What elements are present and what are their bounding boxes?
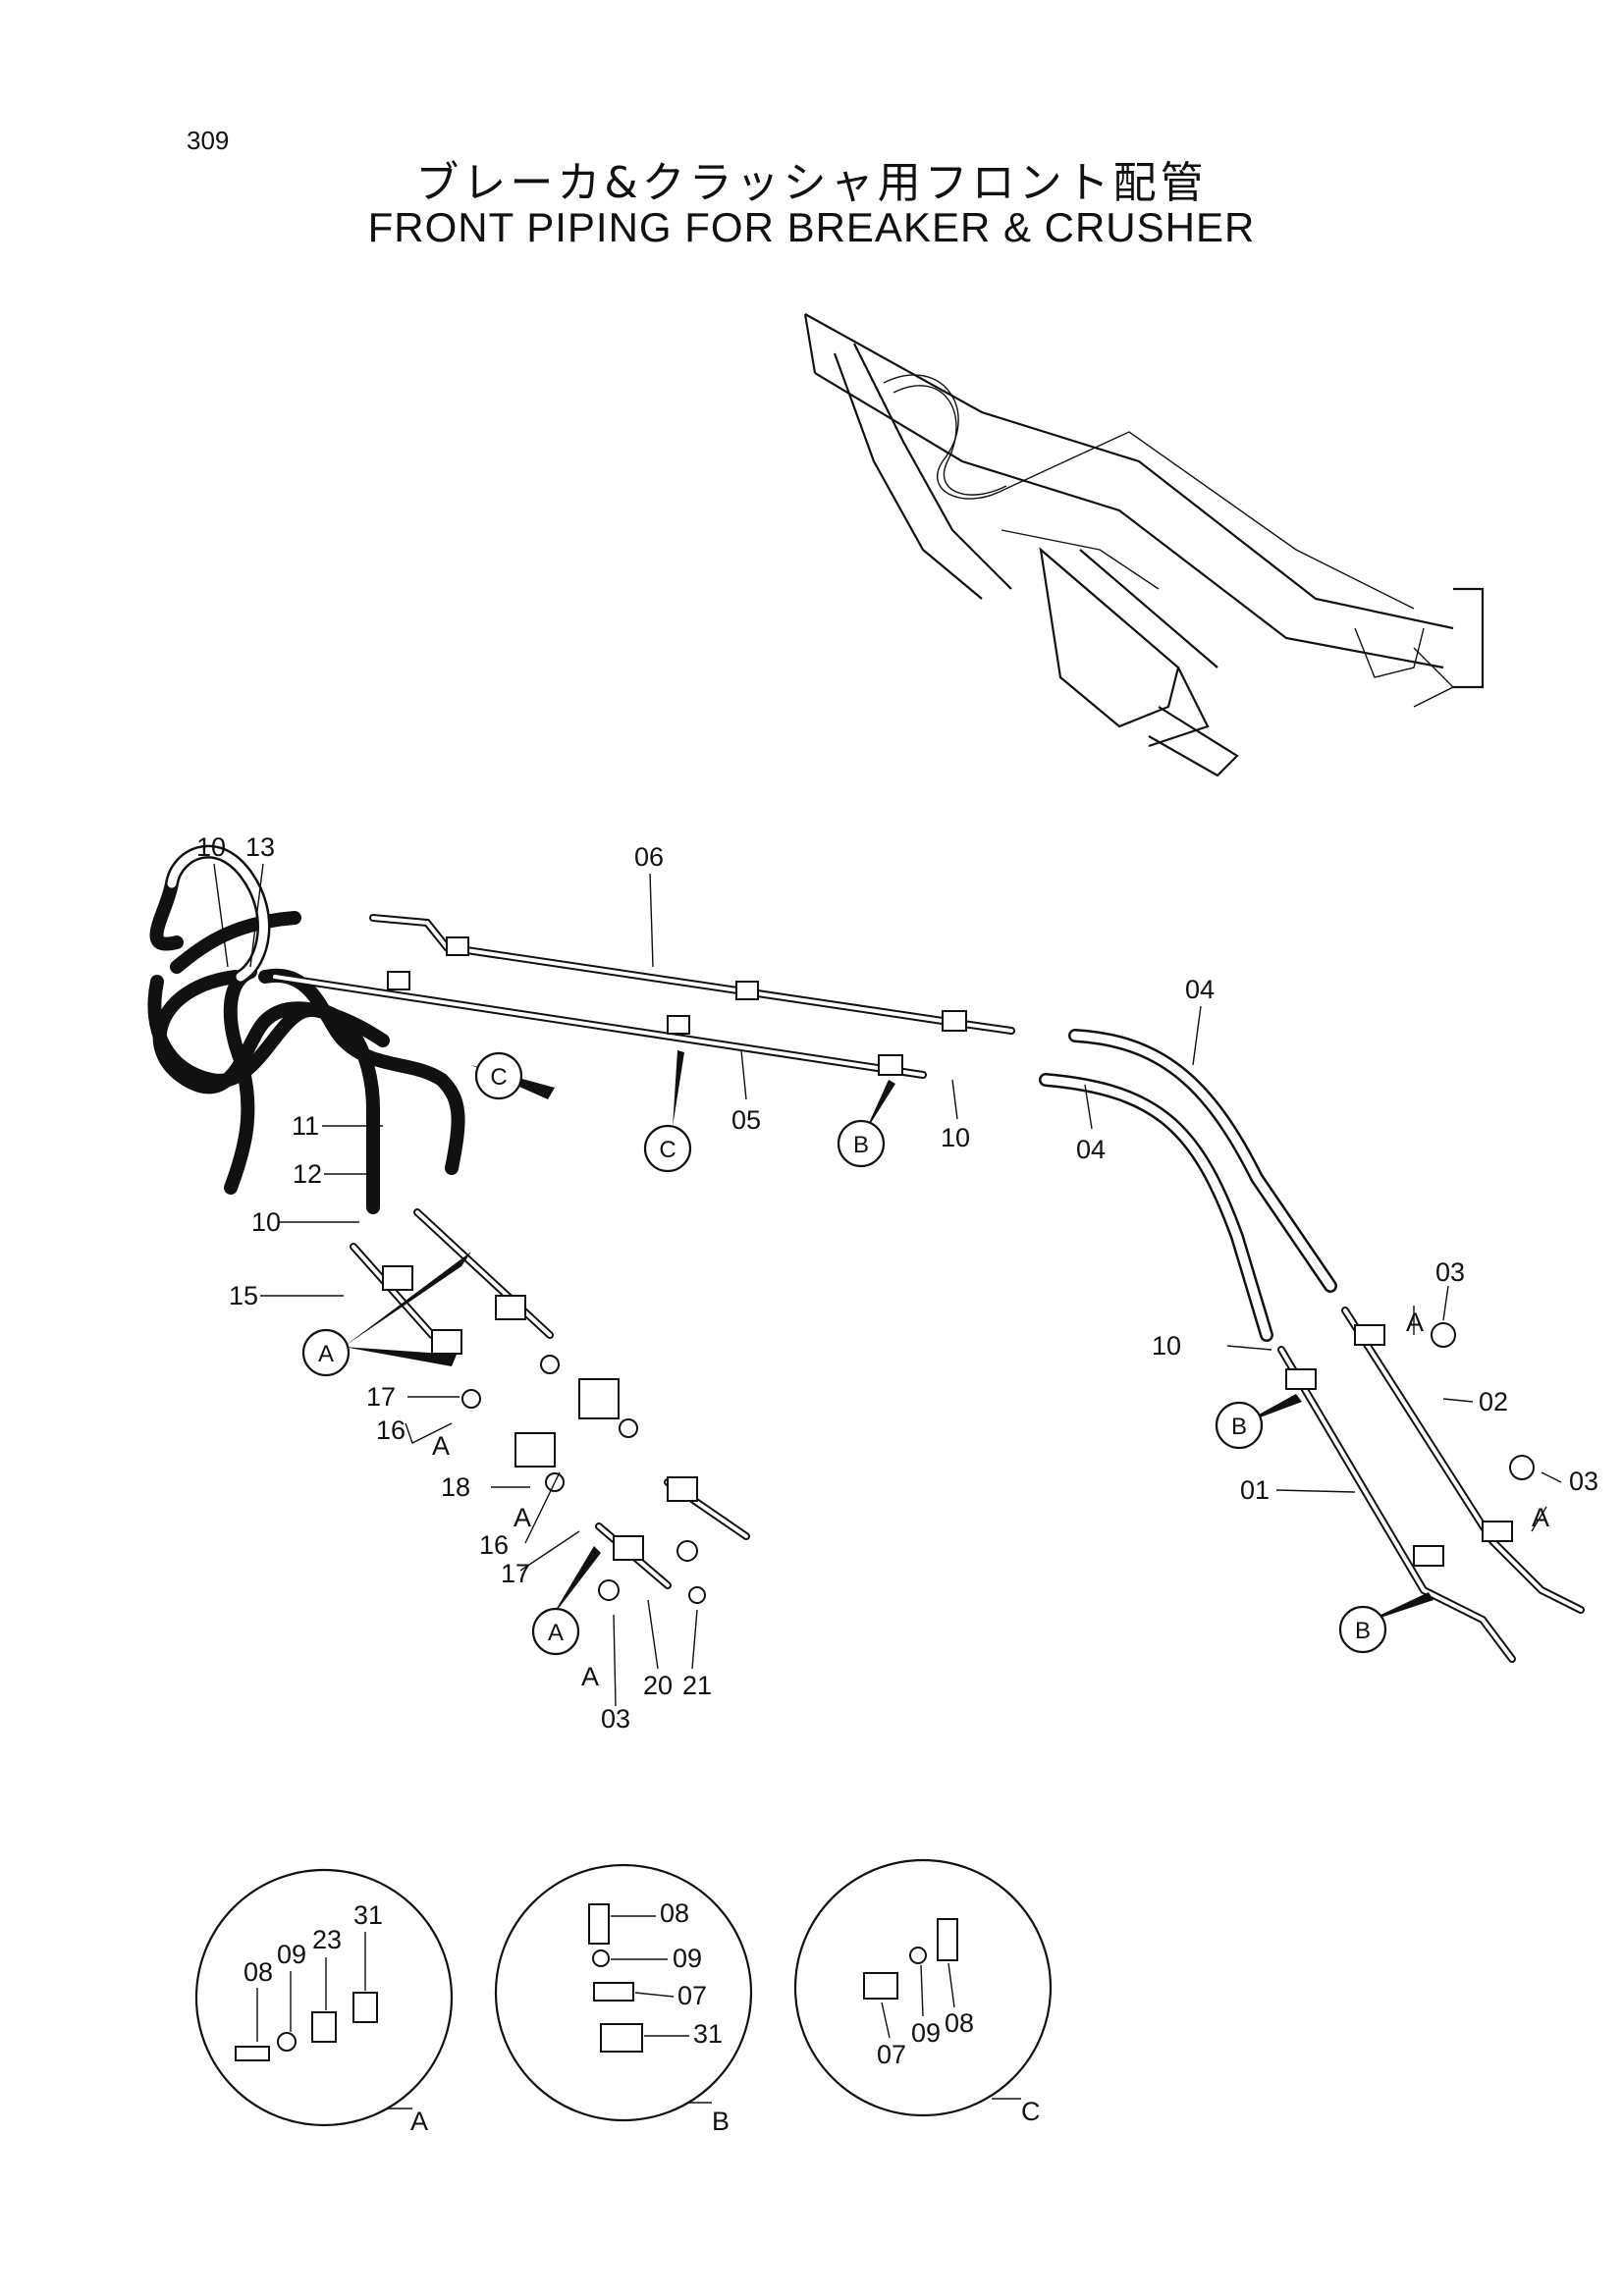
detail-A-label: A (410, 2107, 428, 2136)
callout-labels: 10 13 06 04 05 10 04 11 12 10 15 17 16 A… (196, 832, 1598, 1734)
ref-circle-b3-label: B (1355, 1618, 1371, 1644)
detail-B-part-31: 31 (693, 2019, 723, 2049)
callout-16a: 16 (376, 1415, 406, 1445)
ref-circle-b2-label: B (1231, 1414, 1247, 1440)
detail-C: C 07 09 08 (793, 1858, 1053, 2126)
ref-circle-b1: B (837, 1119, 886, 1168)
pipe-06 (369, 914, 1015, 1035)
callout-10c: 10 (251, 1207, 281, 1237)
callout-A4: A (1406, 1308, 1424, 1337)
ref-circle-a2-label: A (548, 1620, 564, 1646)
callout-01: 01 (1240, 1475, 1270, 1505)
callout-18: 18 (441, 1472, 470, 1502)
callout-03b: 03 (1435, 1257, 1465, 1287)
callout-06: 06 (634, 842, 664, 872)
detail-B-part-07: 07 (677, 1981, 707, 2010)
hose-11-12 (147, 844, 465, 1214)
callout-11: 11 (292, 1111, 319, 1141)
callout-21: 21 (682, 1671, 712, 1700)
ref-circle-c1: C (474, 1051, 523, 1100)
ref-circle-b3: B (1338, 1605, 1387, 1654)
excavator-arm-overview (803, 313, 1485, 777)
callout-10a: 10 (196, 832, 226, 862)
callout-17b: 17 (501, 1559, 530, 1588)
ref-circle-c1-label: C (490, 1064, 507, 1091)
fittings-assembly (350, 1208, 750, 1604)
page-number: 309 (187, 126, 230, 155)
callout-03c: 03 (1569, 1467, 1598, 1496)
callout-16b: 16 (479, 1530, 509, 1560)
ref-circle-c2-label: C (659, 1137, 676, 1163)
callout-A3: A (581, 1662, 599, 1691)
detail-B-part-08: 08 (660, 1898, 689, 1928)
callout-03a: 03 (601, 1704, 630, 1734)
detail-A: A 08 09 23 31 (194, 1868, 454, 2136)
ref-circle-b2: B (1215, 1401, 1264, 1450)
detail-B: B 08 09 07 31 (494, 1863, 753, 2136)
ref-circle-a2: A (531, 1607, 580, 1656)
title-english: FRONT PIPING FOR BREAKER & CRUSHER (367, 204, 1256, 250)
callout-17a: 17 (366, 1382, 396, 1412)
callout-10b: 10 (941, 1123, 970, 1152)
detail-C-part-08: 08 (945, 2008, 974, 2038)
callout-12: 12 (293, 1159, 322, 1189)
callout-10d: 10 (1152, 1331, 1181, 1361)
ref-circle-a1: A (301, 1328, 351, 1377)
detail-C-part-07: 07 (877, 2040, 906, 2069)
ref-circle-c2: C (643, 1124, 692, 1173)
title-japanese: ブレーカ&クラッシャ用フロント配管 (415, 158, 1208, 208)
callout-02: 02 (1479, 1387, 1508, 1416)
detail-A-part-09: 09 (277, 1940, 306, 1969)
detail-B-part-09: 09 (673, 1944, 702, 1973)
callout-13: 13 (245, 832, 275, 862)
ref-circle-b1-label: B (853, 1132, 869, 1158)
callout-A5: A (1532, 1503, 1549, 1532)
detail-C-part-09: 09 (911, 2018, 941, 2048)
callout-A1: A (432, 1431, 450, 1461)
callout-04a: 04 (1185, 975, 1215, 1004)
callout-A2: A (514, 1503, 531, 1532)
ref-circle-a1-label: A (318, 1341, 334, 1367)
detail-B-label: B (712, 2107, 730, 2136)
leader-lines (213, 863, 1562, 1707)
detail-A-part-31: 31 (353, 1900, 383, 1930)
callout-15: 15 (229, 1281, 258, 1310)
detail-A-part-23: 23 (312, 1925, 342, 1954)
callout-05: 05 (731, 1105, 761, 1135)
callout-04b: 04 (1076, 1135, 1106, 1164)
hose-04 (1039, 1029, 1337, 1342)
pipe-05 (271, 971, 927, 1079)
pipe-01-02 (1277, 1307, 1585, 1663)
detail-C-label: C (1021, 2097, 1041, 2126)
callout-20: 20 (643, 1671, 673, 1700)
detail-A-part-08: 08 (243, 1957, 273, 1987)
